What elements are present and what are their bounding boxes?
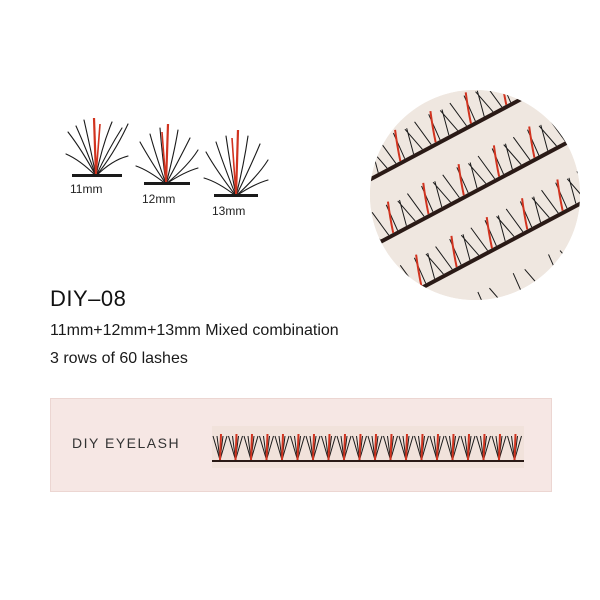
tray-lash-cluster: [336, 433, 352, 461]
tray-lash-cluster: [460, 433, 476, 461]
tray-lash-cluster: [243, 433, 259, 461]
lash-label-13mm: 13mm: [212, 204, 246, 218]
lash-tray: [212, 426, 524, 468]
package-label: DIY EYELASH: [72, 435, 181, 451]
tray-lash-cluster: [352, 433, 367, 461]
tray-lash-cluster: [305, 433, 321, 461]
tray-lash-cluster: [491, 433, 507, 461]
tray-lash-cluster: [274, 433, 290, 461]
tray-lash-cluster: [290, 433, 305, 461]
tray-lash-cluster: [414, 433, 429, 461]
lash-cluster-13mm-image: [203, 129, 269, 197]
lash-label-12mm: 12mm: [142, 192, 176, 206]
lash-cluster-11mm-image: [65, 117, 129, 177]
tray-lash-cluster: [321, 433, 336, 461]
lash-strip-closeup-image: [370, 90, 580, 300]
lash-strip-closeup-photo: [370, 90, 580, 300]
tray-lash-cluster: [212, 433, 228, 461]
lash-label-11mm: 11mm: [70, 182, 103, 196]
product-code: DIY–08: [50, 286, 127, 311]
tray-lash-cluster: [398, 433, 414, 461]
tray-lash-cluster: [367, 433, 383, 461]
tray-lash-cluster: [383, 433, 398, 461]
lash-tray-image: [212, 426, 524, 468]
tray-lash-cluster: [259, 433, 274, 461]
spec-lengths: 11mm+12mm+13mm Mixed combination: [50, 322, 339, 339]
tray-lash-cluster: [476, 433, 491, 461]
tray-lash-cluster: [228, 433, 243, 461]
tray-lash-cluster: [507, 433, 522, 461]
spec-count: 3 rows of 60 lashes: [50, 350, 188, 367]
tray-lash-cluster: [429, 433, 445, 461]
lash-cluster-12mm-image: [135, 123, 199, 185]
tray-lash-cluster: [445, 433, 460, 461]
